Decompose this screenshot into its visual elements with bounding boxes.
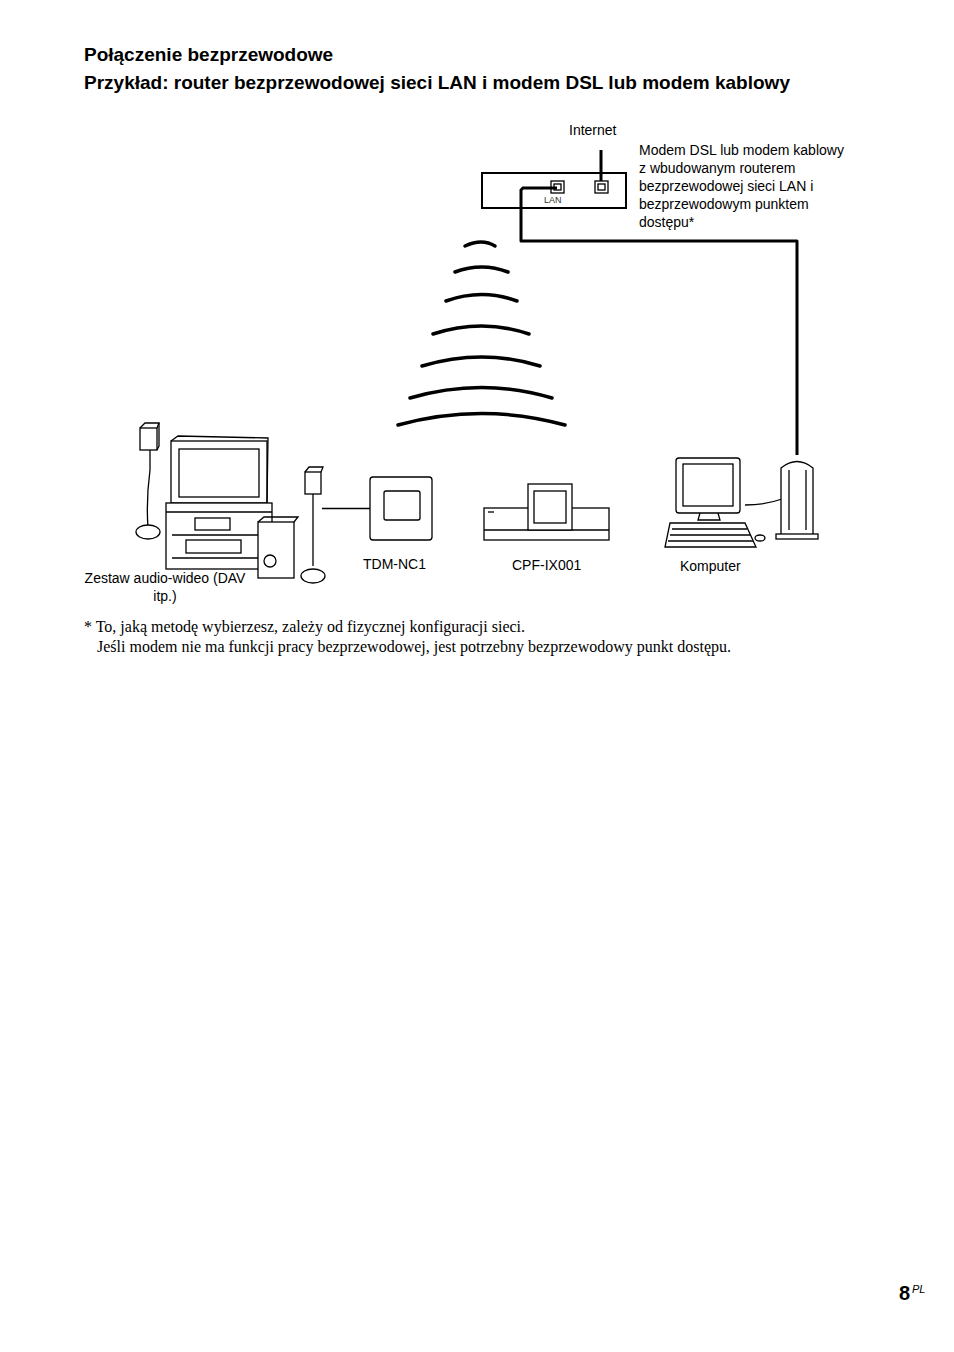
internet-line	[600, 150, 603, 183]
device-caption: TDM-NC1	[363, 556, 426, 572]
port-label: LAN	[544, 195, 562, 205]
device-caption: Zestaw audio-wideo (DAV itp.)	[80, 569, 250, 605]
audio-video-set	[136, 423, 325, 583]
page-number: 8	[899, 1282, 910, 1305]
computer: Komputer	[663, 455, 819, 548]
computer-drawing	[665, 458, 818, 547]
wan-port	[595, 181, 608, 193]
subtitle: Przykład: router bezprzewodowej sieci LA…	[84, 72, 790, 94]
modem-box: LANModem DSL lub modem kablowy z wbudowa…	[481, 172, 627, 209]
device-caption: Komputer	[680, 558, 741, 574]
tdm-nc1: TDM-NC1	[370, 477, 432, 540]
wireless-waves	[398, 242, 565, 425]
footnote: Jeśli modem nie ma funkcji pracy bezprze…	[97, 638, 731, 656]
lan-cable	[521, 209, 797, 455]
internet-label: Internet	[569, 122, 616, 138]
page-language: PL	[912, 1283, 925, 1295]
audio-cable	[322, 508, 370, 509]
audio-video-set: Zestaw audio-wideo (DAV itp.)	[138, 420, 322, 580]
photo-frame: CPF-IX001	[483, 484, 610, 540]
device-caption: CPF-IX001	[512, 557, 581, 573]
footnote: * To, jaką metodę wybierzesz, zależy od …	[84, 618, 525, 636]
device-drawings	[136, 150, 818, 583]
title: Połączenie bezprzewodowe	[84, 44, 333, 66]
modem-description: Modem DSL lub modem kablowy z wbudowanym…	[639, 141, 854, 231]
tdm-nc1-device	[370, 477, 432, 540]
wan-port-inner	[598, 184, 605, 190]
photo-frame-device	[484, 484, 609, 540]
